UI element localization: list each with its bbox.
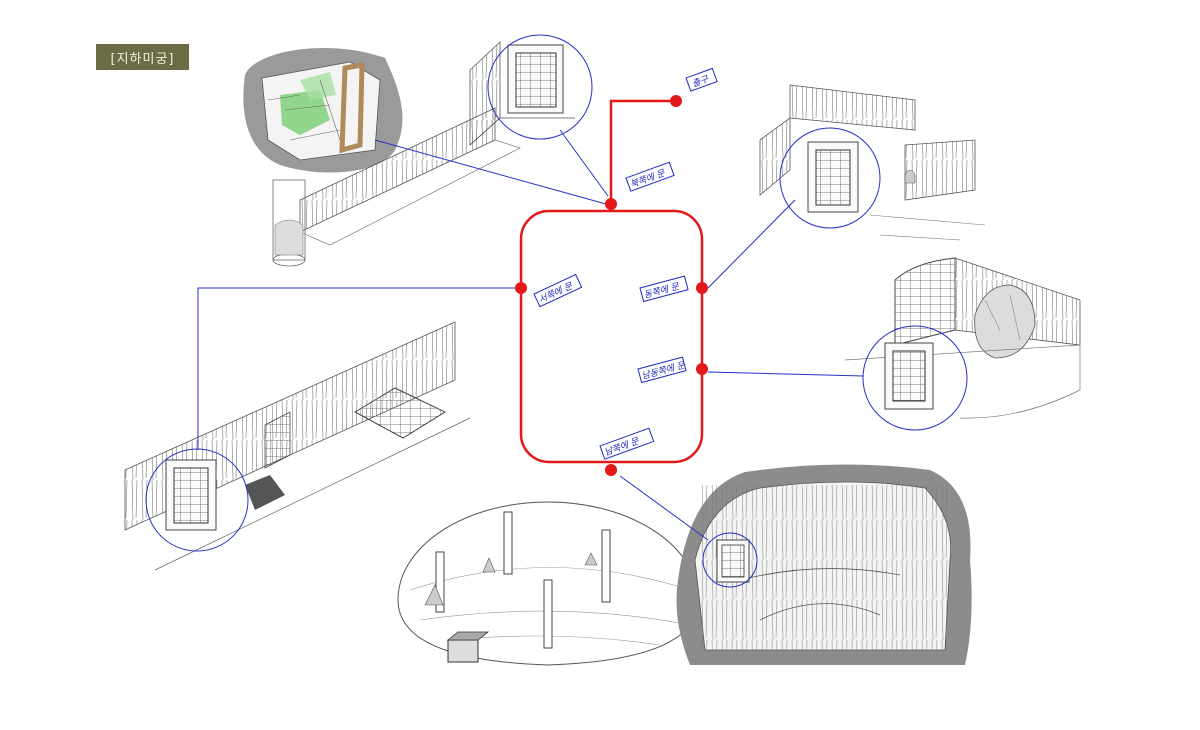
node-north-door [605,198,617,210]
scene-east-corner-gate [759,84,986,241]
label-north-door: 북쪽에 문 [629,168,667,191]
node-west-door [515,282,527,294]
connector-north-gate [559,129,609,197]
connector-lines [197,129,864,541]
label-east-door: 동쪽에 문 [643,281,681,301]
label-south-door: 남쪽에 문 [603,436,641,459]
route [515,95,708,476]
node-exit [670,95,682,107]
scene-boulder-room-gate [844,257,1081,431]
connector-cave-gate [619,475,709,541]
connector-east-gate [707,199,796,289]
label-exit: 출구 [691,74,711,90]
route-exit-path [609,99,676,211]
scene-pillar-dome-hall [397,501,699,666]
scene-mossy-stone-chamber [243,47,521,267]
connector-mossy-chamber [374,139,607,205]
label-southeast-door: 남동쪽에 문 [641,360,687,382]
page-title: [지하미궁] [96,44,189,70]
scene-cave-cliff-gate [676,464,972,665]
node-east-door [696,282,708,294]
node-southeast-door [696,363,708,375]
connector-boulder-gate [707,371,864,377]
connector-west-gate [197,287,515,450]
scene-north-corridor-gate [469,34,593,146]
node-south-door [605,464,617,476]
route-loop [519,209,704,464]
scene-west-grate-corridor [124,321,471,571]
route-labels: 출구 북쪽에 문 서쪽에 문 동쪽에 문 남동쪽에 문 남쪽에 문 [533,67,718,460]
